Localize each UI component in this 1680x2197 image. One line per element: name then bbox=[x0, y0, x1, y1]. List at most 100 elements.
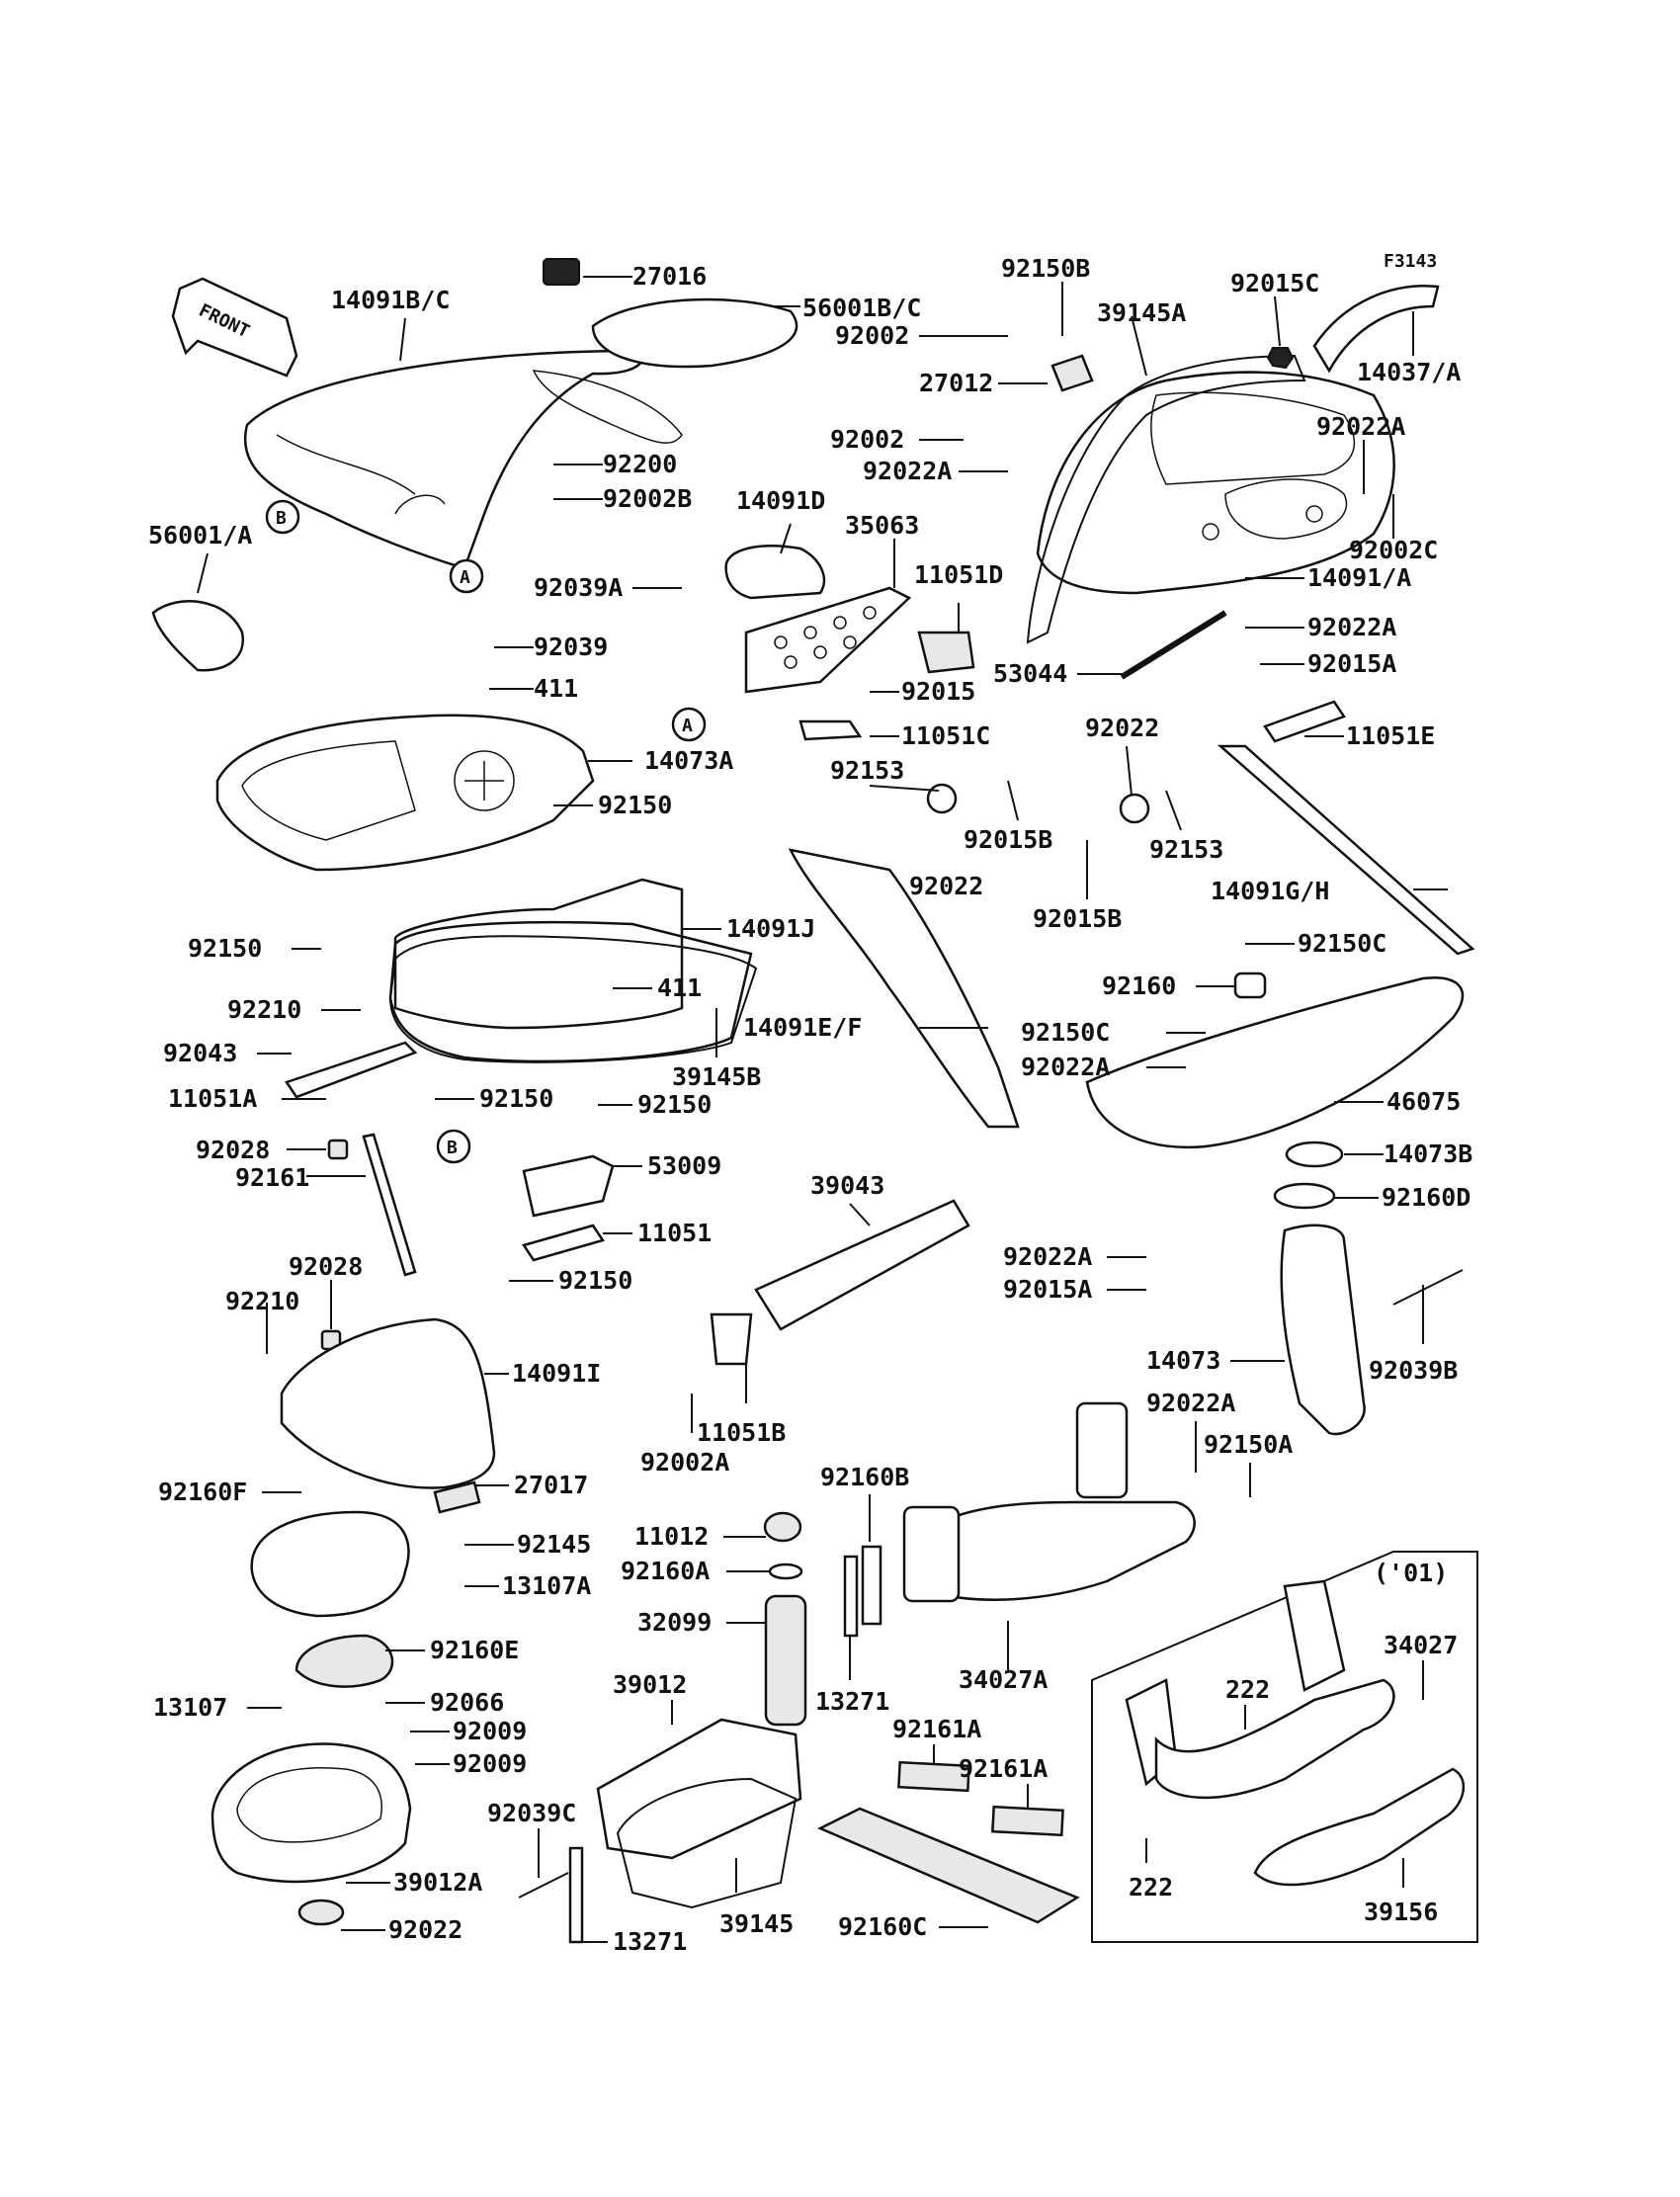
label-92022-d: 92022 bbox=[388, 1915, 462, 1944]
label-92028-a: 92028 bbox=[196, 1136, 270, 1164]
label-92015: 92015 bbox=[901, 677, 975, 706]
label-13107a: 13107A bbox=[502, 1571, 591, 1600]
label-56001b-c: 56001B/C bbox=[802, 294, 921, 322]
seat-pad-part bbox=[591, 297, 798, 369]
label-14091i: 14091I bbox=[512, 1359, 601, 1388]
hatch-gasket-part bbox=[388, 935, 758, 1063]
storage-tray-part bbox=[596, 1718, 802, 1860]
washer-part-b bbox=[1119, 793, 1150, 824]
label-11051d: 11051D bbox=[914, 560, 1003, 589]
label-14091-a: 14091/A bbox=[1307, 563, 1411, 592]
label-11012: 11012 bbox=[634, 1522, 709, 1551]
label-14073a: 14073A bbox=[644, 746, 733, 775]
label-92022a-d: 92022A bbox=[1021, 1053, 1110, 1081]
cap-gasket-part bbox=[768, 1563, 803, 1580]
figure-code: F3143 bbox=[1384, 251, 1437, 272]
console-cover-part bbox=[1036, 371, 1395, 595]
label-39012: 39012 bbox=[613, 1670, 687, 1699]
label-92160: 92160 bbox=[1102, 972, 1176, 1000]
cover-bracket-part bbox=[917, 631, 975, 674]
pin-part-c bbox=[518, 1872, 569, 1899]
handle-mount-part-a bbox=[1075, 1401, 1129, 1499]
rod-part bbox=[1120, 610, 1227, 680]
glovebox-bin-part bbox=[210, 1742, 412, 1884]
label-14073: 14073 bbox=[1146, 1346, 1220, 1375]
label-92015b-b: 92015B bbox=[1033, 904, 1122, 933]
label-39145a: 39145A bbox=[1097, 298, 1186, 327]
label-92009-a: 92009 bbox=[453, 1717, 527, 1745]
side-panel-part bbox=[788, 848, 1020, 1129]
console-bracket-part bbox=[1263, 700, 1346, 743]
svg-text:A: A bbox=[682, 716, 693, 736]
label-92210-a: 92210 bbox=[227, 995, 301, 1024]
holder-strip-part-a bbox=[843, 1555, 859, 1638]
label-92039: 92039 bbox=[534, 633, 608, 661]
mat-pad-part-b bbox=[991, 1805, 1064, 1837]
label-92150a: 92150A bbox=[1204, 1430, 1293, 1459]
label-92160a: 92160A bbox=[621, 1557, 710, 1585]
variant-box-2001: ('01) bbox=[1091, 1551, 1478, 1943]
lid-latch-part bbox=[433, 1480, 481, 1514]
label-92022a-f: 92022A bbox=[1146, 1389, 1235, 1417]
label-14091g-h: 14091G/H bbox=[1211, 877, 1329, 905]
svg-text:B: B bbox=[447, 1138, 458, 1158]
label-11051b: 11051B bbox=[697, 1418, 786, 1447]
label-92153-a: 92153 bbox=[830, 756, 904, 785]
latch-plate-part bbox=[522, 1224, 605, 1262]
seat-cowl-part bbox=[243, 349, 683, 570]
label-39043: 39043 bbox=[810, 1171, 884, 1200]
label-92022-b: 92022 bbox=[909, 872, 983, 900]
label-27012: 27012 bbox=[919, 369, 993, 397]
label-14073b: 14073B bbox=[1384, 1140, 1472, 1168]
damper-part bbox=[362, 1133, 417, 1277]
label-92043: 92043 bbox=[163, 1039, 237, 1067]
callout-b-lower: B bbox=[436, 1129, 471, 1164]
label-92039c: 92039C bbox=[487, 1799, 576, 1827]
label-92160c: 92160C bbox=[838, 1912, 927, 1941]
label-92161a-b: 92161A bbox=[959, 1754, 1048, 1783]
pin-part-b bbox=[1392, 1269, 1464, 1306]
label-92022a-c: 92022A bbox=[1307, 613, 1396, 641]
label-92022-a: 92022 bbox=[1085, 714, 1159, 742]
grip-part bbox=[151, 600, 245, 672]
label-14091e-f: 14091E/F bbox=[743, 1013, 862, 1042]
label-27017: 27017 bbox=[514, 1471, 588, 1499]
washer-part-a bbox=[926, 783, 958, 814]
label-92150-a: 92150 bbox=[598, 791, 672, 819]
label-14037-a: 14037/A bbox=[1357, 358, 1461, 386]
label-13271-b: 13271 bbox=[613, 1927, 687, 1956]
label-92161: 92161 bbox=[235, 1163, 309, 1192]
label-53044: 53044 bbox=[993, 659, 1067, 688]
glovebox-pad-part bbox=[250, 1510, 410, 1618]
reinforcement-plate-part bbox=[754, 1199, 970, 1331]
console-clip-part bbox=[1050, 354, 1094, 392]
label-92160b: 92160B bbox=[820, 1463, 909, 1491]
label-92200: 92200 bbox=[603, 450, 677, 478]
label-56001-a: 56001/A bbox=[148, 521, 252, 549]
bin-washer-part bbox=[297, 1899, 345, 1926]
label-92009-b: 92009 bbox=[453, 1749, 527, 1778]
label-34027: 34027 bbox=[1384, 1631, 1458, 1659]
front-arrow-icon: FRONT bbox=[171, 277, 298, 378]
holder-strip-part-b bbox=[568, 1846, 584, 1944]
label-92160f: 92160F bbox=[158, 1478, 247, 1506]
latch-assy-part bbox=[522, 1154, 615, 1218]
label-13107: 13107 bbox=[153, 1693, 227, 1722]
label-92022a-b: 92022A bbox=[1316, 412, 1405, 441]
label-92150c-b: 92150C bbox=[1021, 1018, 1110, 1047]
label-35063: 35063 bbox=[845, 511, 919, 540]
label-92028-b: 92028 bbox=[289, 1252, 363, 1281]
filler-cap-part bbox=[763, 1511, 802, 1543]
label-92161a-a: 92161A bbox=[892, 1715, 981, 1743]
nut-part-c bbox=[1266, 347, 1295, 370]
label-411-lower: 411 bbox=[657, 973, 702, 1002]
label-39012a: 39012A bbox=[393, 1868, 482, 1897]
handlepole-bracket-part bbox=[1085, 975, 1465, 1149]
label-32099: 32099 bbox=[637, 1608, 712, 1637]
glovebox-lid-part bbox=[280, 1317, 496, 1489]
side-trim-part bbox=[1217, 744, 1475, 956]
label-92066: 92066 bbox=[430, 1688, 504, 1717]
label-14091d: 14091D bbox=[736, 486, 825, 515]
pad-strip-part bbox=[861, 1545, 882, 1626]
